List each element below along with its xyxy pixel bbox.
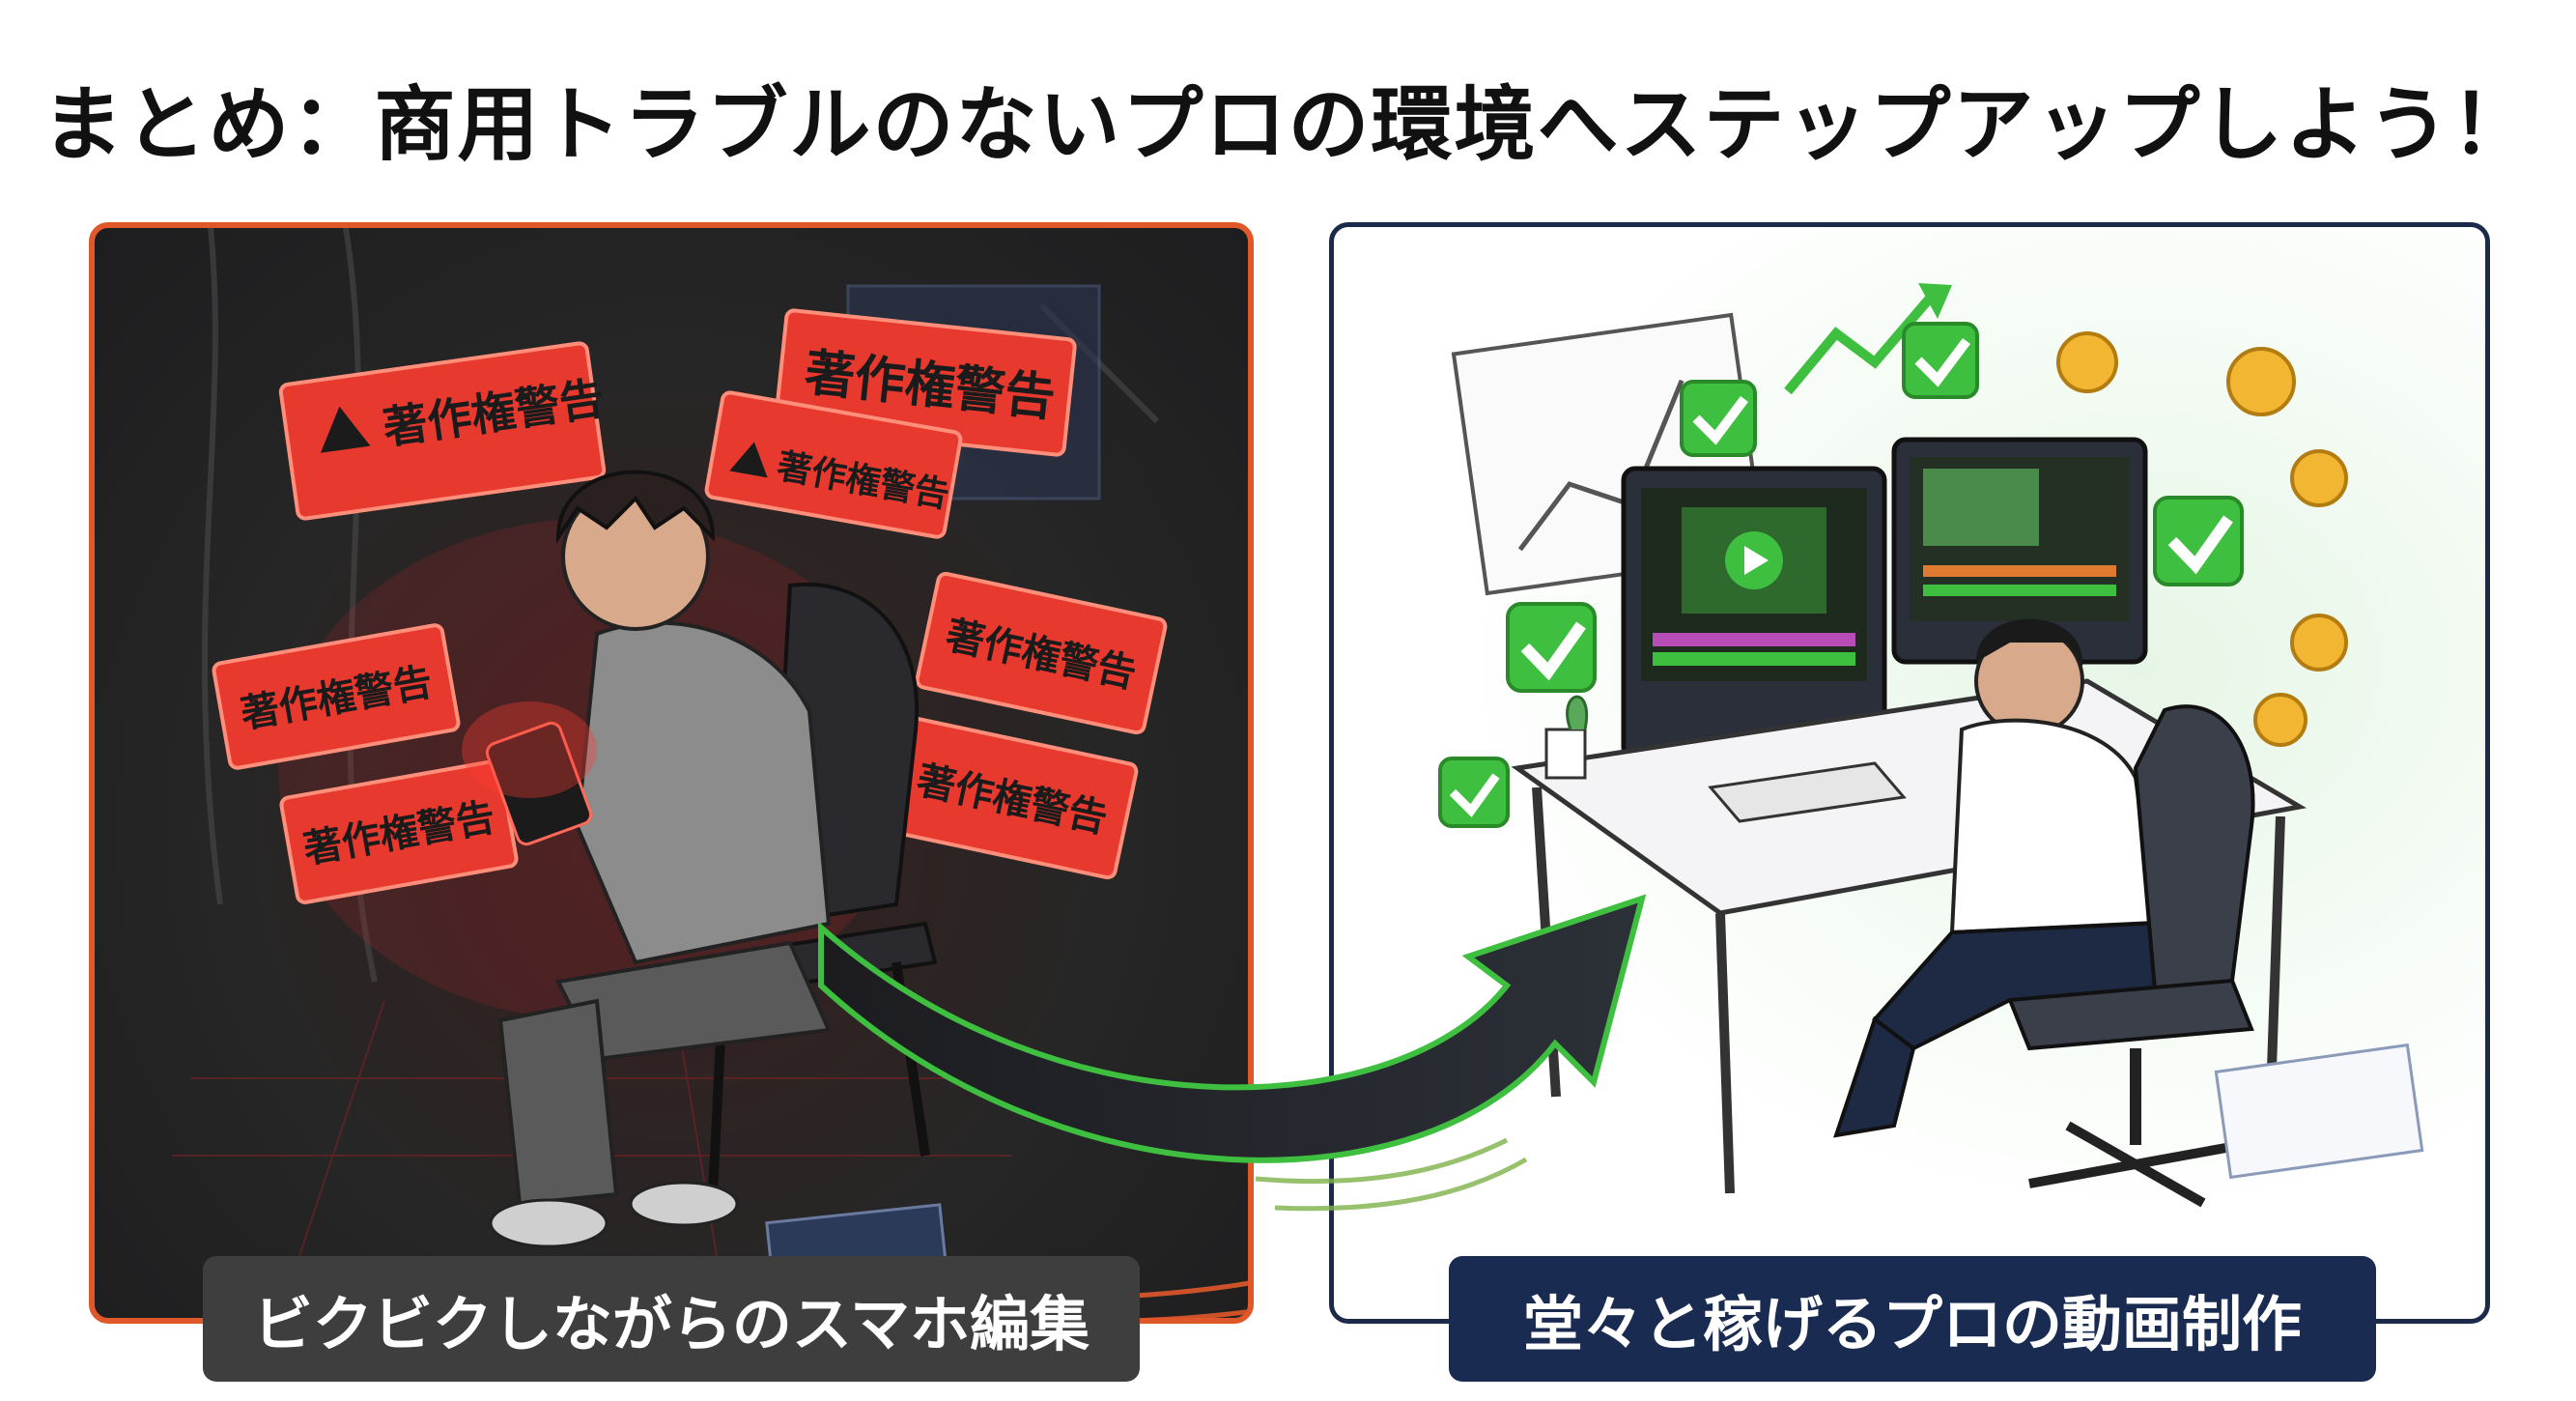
warning-icon [729, 442, 768, 478]
main-monitor [1621, 466, 1887, 807]
left-scene: 著作権警告 著作権警告 著作権警告 著作権警告 著作権警告 著作権警告 著作権警… [172, 228, 1248, 1318]
check-icon [2153, 496, 2244, 586]
keyboard [1708, 761, 1907, 823]
warning-icon [320, 406, 371, 453]
mug [1544, 728, 1587, 780]
desk [1511, 678, 2307, 1194]
coin-icon [2290, 449, 2348, 507]
plant [1566, 695, 1589, 730]
warning-sign: 著作権警告 [886, 716, 1139, 880]
right-caption: 堂々と稼げるプロの動画制作 [1449, 1256, 2376, 1382]
check-icon [1438, 757, 1510, 828]
warning-sign: 著作権警告 [915, 571, 1168, 735]
coin-icon [2290, 614, 2348, 672]
left-caption: ビクビクしながらのスマホ編集 [203, 1256, 1140, 1382]
page-title: まとめ：商用トラブルのないプロの環境へステップアップしよう！ [42, 77, 2534, 172]
warning-sign: 著作権警告 [212, 623, 461, 770]
smartphone-icon [485, 721, 593, 846]
warning-sign: 著作権警告 [704, 390, 963, 539]
coin-icon [2056, 331, 2118, 393]
stressed-person [462, 470, 832, 1248]
coin-icon [2253, 693, 2307, 747]
check-icon [1506, 602, 1597, 693]
right-panel [1329, 222, 2490, 1324]
second-monitor [1891, 437, 2148, 665]
office-chair [2007, 704, 2255, 1208]
check-icon [1680, 380, 1757, 457]
left-panel: 著作権警告 著作権警告 著作権警告 著作権警告 著作権警告 著作権警告 著作権警… [89, 222, 1254, 1324]
check-icon [1902, 322, 1979, 399]
coin-icon [2226, 347, 2296, 416]
warning-sign: 著作権警告 [279, 759, 519, 904]
right-scene [1438, 283, 2424, 1208]
warning-sign: 著作権警告 [774, 308, 1077, 457]
professional-person [1833, 618, 2177, 1138]
warning-sign: 著作権警告 [278, 341, 608, 521]
